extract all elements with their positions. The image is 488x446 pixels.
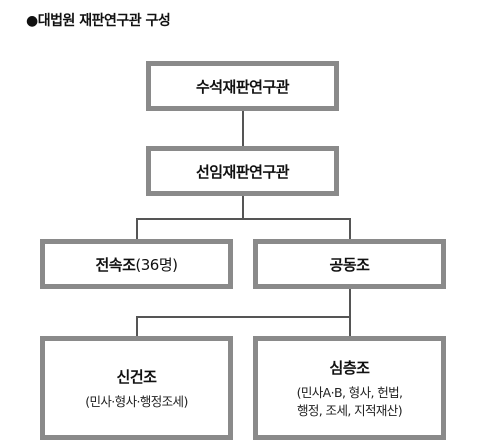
node-gongdong-group: 공동조 — [253, 239, 446, 289]
connector-split-horizontal — [136, 218, 350, 220]
node-simcheung-detail-line-2: 행정, 조세, 지적재산) — [297, 402, 403, 418]
node-senior-label: 수석재판연구관 — [195, 77, 290, 96]
node-jeonsok-group: 전속조(36명) — [40, 239, 233, 289]
node-gongdong-label: 공동조 — [329, 255, 370, 274]
node-sunim-label: 선임재판연구관 — [195, 162, 290, 181]
diagram-title: ●대법원 재판연구관 구성 — [26, 13, 171, 29]
connector-lower-down — [349, 289, 351, 317]
node-jeonsok-label-row: 전속조(36명) — [95, 254, 179, 275]
connector-to-gongdong — [349, 218, 351, 239]
node-singeon-label: 신건조 — [116, 367, 157, 386]
connector-to-simcheung — [349, 316, 351, 336]
node-simcheung-detail-line-1: (민사A·B, 형사, 헌법, — [296, 384, 403, 400]
connector-sunim-split — [242, 196, 244, 219]
connector-lower-horizontal — [136, 316, 350, 318]
node-simcheung-label: 심층조 — [329, 358, 370, 377]
node-singeon-detail: (민사·형사·행정조세) — [85, 393, 188, 411]
node-jeonsok-label: 전속조 — [95, 255, 136, 274]
node-singeon-group: 신건조 (민사·형사·행정조세) — [40, 336, 233, 440]
node-simcheung-group: 심층조 (민사A·B, 형사, 헌법, 행정, 조세, 지적재산) — [253, 336, 446, 440]
node-singeon-detail-line: (민사·형사·행정조세) — [85, 393, 188, 409]
node-sunim-research-judge: 선임재판연구관 — [146, 146, 339, 196]
node-simcheung-detail: (민사A·B, 형사, 헌법, 행정, 조세, 지적재산) — [297, 384, 403, 420]
connector-to-singeon — [136, 316, 138, 336]
node-jeonsok-count: (36명) — [135, 255, 178, 274]
connector-senior-sunim — [242, 111, 244, 146]
connector-to-jeonsok — [136, 218, 138, 239]
node-senior-research-judge: 수석재판연구관 — [146, 61, 339, 111]
